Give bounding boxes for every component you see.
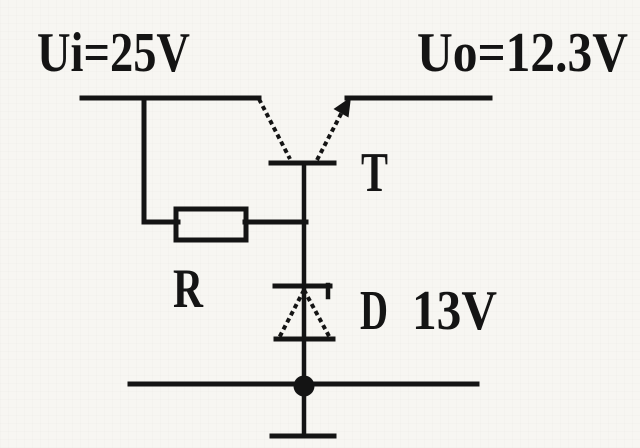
input-voltage-label: Ui=25V	[37, 22, 190, 84]
transistor-emitter-lead	[315, 111, 344, 161]
zener-triangle-right-side	[302, 289, 332, 339]
resistor-label: R	[173, 258, 203, 320]
zener-triangle-left-side	[277, 289, 306, 339]
junction-dot	[293, 375, 315, 397]
transistor-collector-lead	[257, 98, 292, 160]
emitter-arrowhead-icon	[333, 97, 351, 118]
transistor-label: T	[361, 142, 388, 204]
resistor-body	[173, 206, 249, 243]
output-voltage-label: Uo=12.3V	[417, 22, 628, 84]
diode-voltage-label: 13V	[412, 280, 497, 342]
diode-label: D	[360, 280, 388, 342]
